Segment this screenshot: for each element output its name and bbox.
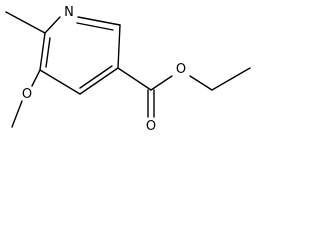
bond-c3-c4: [79, 67, 119, 95]
ring-nitrogen-label: N: [64, 5, 74, 20]
bond-c6-methyl: [5, 11, 46, 34]
bond-c5-methoxy-o: [31, 69, 41, 87]
chemical-structure: N O O O: [5, 5, 251, 134]
bond-c5-c6: [39, 32, 46, 71]
bond-carbonyl-c-o-single: [150, 75, 173, 91]
bond-methoxy-o-methyl: [11, 100, 23, 128]
bond-n1-c2: [77, 16, 121, 26]
bond-ethyl-ch2-ch3: [211, 67, 251, 91]
ester-oxygen-label: O: [176, 62, 186, 77]
bond-n1-c2-inner: [76, 22, 114, 31]
carbonyl-oxygen-label: O: [146, 119, 156, 134]
methoxy-oxygen-label: O: [22, 87, 32, 102]
bond-o-ethyl-ch2: [189, 75, 213, 91]
bond-c4-c5: [39, 69, 81, 95]
bond-c6-n1: [44, 16, 61, 34]
bond-c2-c3: [117, 24, 121, 69]
bond-c5-c6-inner: [45, 37, 51, 68]
bond-c3-c4-inner: [79, 65, 113, 89]
bond-c3-carbonyl-c: [117, 67, 152, 91]
